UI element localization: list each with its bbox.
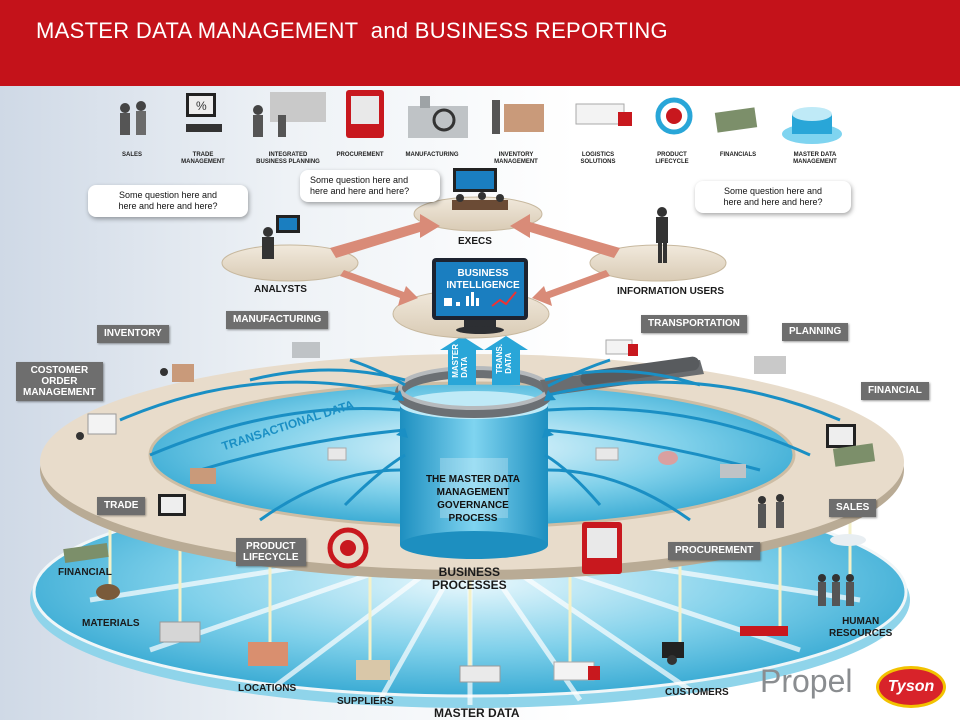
flow-arrowheads <box>392 390 556 438</box>
top-icon-art: % <box>120 90 842 144</box>
tag-financial: FINANCIAL <box>861 382 929 400</box>
question-callout-execs: Some question here and here and here and… <box>300 170 440 202</box>
master-label-materials: MATERIALS <box>82 618 140 629</box>
master-label-suppliers: SUPPLIERS <box>337 696 394 707</box>
tag-trade: TRADE <box>97 497 146 515</box>
top-label-financials: FINANCIALS <box>719 152 757 158</box>
top-label-inventory-management: INVENTORY MANAGEMENT <box>494 152 538 165</box>
upward-flows <box>440 336 528 385</box>
tag-customer-order-management: COSTOMER ORDER MANAGEMENT <box>16 362 103 401</box>
tag-sales: SALES <box>829 499 877 517</box>
tag-inventory: INVENTORY <box>97 325 169 343</box>
header-bar: MASTER DATA MANAGEMENT and BUSINESS REPO… <box>0 0 960 86</box>
tag-transportation: TRANSPORTATION <box>641 315 747 333</box>
execs-label: EXECS <box>458 236 492 247</box>
business-processes-label: BUSINESS PROCESSES <box>432 565 507 592</box>
top-label-integrated-business-planning: INTEGRATED BUSINESS PLANNING <box>256 152 320 165</box>
flow-arrows <box>119 358 841 522</box>
tyson-logo: Tyson <box>876 666 946 708</box>
salmon-arrows <box>330 214 620 306</box>
trans-data-flow-label: TRANS. DATA <box>495 344 513 374</box>
top-label-product-lifecycle: PRODUCT LIFECYCLE <box>655 152 689 165</box>
propel-logo: Propel <box>760 663 853 700</box>
master-data-flow-label: MASTER DATA <box>451 344 469 378</box>
tag-product-lifecycle: PRODUCT LIFECYCLE <box>236 538 306 566</box>
business-intelligence-label: BUSINESS INTELLIGENCE <box>446 268 520 291</box>
top-label-manufacturing: MANUFACTURING <box>405 152 459 158</box>
tyson-logo-text: Tyson <box>887 678 935 695</box>
information-users-label: INFORMATION USERS <box>617 286 725 297</box>
propel-logo-text: Propel <box>760 663 853 699</box>
platform-figures <box>262 168 668 263</box>
svg-text:%: % <box>196 99 207 113</box>
page-title: MASTER DATA MANAGEMENT and BUSINESS REPO… <box>36 18 668 43</box>
top-label-master-data-management: MASTER DATA MANAGEMENT <box>793 152 837 165</box>
analysts-label: ANALYSTS <box>254 284 307 295</box>
governance-process-label: THE MASTER DATA MANAGEMENT GOVERNANCE PR… <box>425 474 521 524</box>
top-label-procurement: PROCUREMENT <box>336 152 384 158</box>
ring-items <box>76 339 876 574</box>
tag-manufacturing: MANUFACTURING <box>226 311 329 329</box>
bi-monitor <box>432 258 528 334</box>
master-label-financial: FINANCIAL <box>58 567 112 578</box>
tag-planning: PLANNING <box>782 323 849 341</box>
master-label-human-resources: HUMAN RESOURCES <box>829 616 893 639</box>
master-items <box>63 534 866 683</box>
master-label-locations: LOCATIONS <box>238 683 297 694</box>
master-data-label: MASTER DATA <box>434 706 520 720</box>
top-label-logistics-solutions: LOGISTICS SOLUTIONS <box>580 152 616 165</box>
top-label-trade-management: TRADE MANAGEMENT <box>181 152 225 165</box>
master-label-customers: CUSTOMERS <box>665 687 729 698</box>
question-callout-info-users: Some question here and here and here and… <box>695 181 851 213</box>
question-callout-analysts: Some question here and here and here and… <box>88 185 248 217</box>
top-label-sales: SALES <box>121 152 142 158</box>
tag-procurement: PROCUREMENT <box>668 542 761 560</box>
